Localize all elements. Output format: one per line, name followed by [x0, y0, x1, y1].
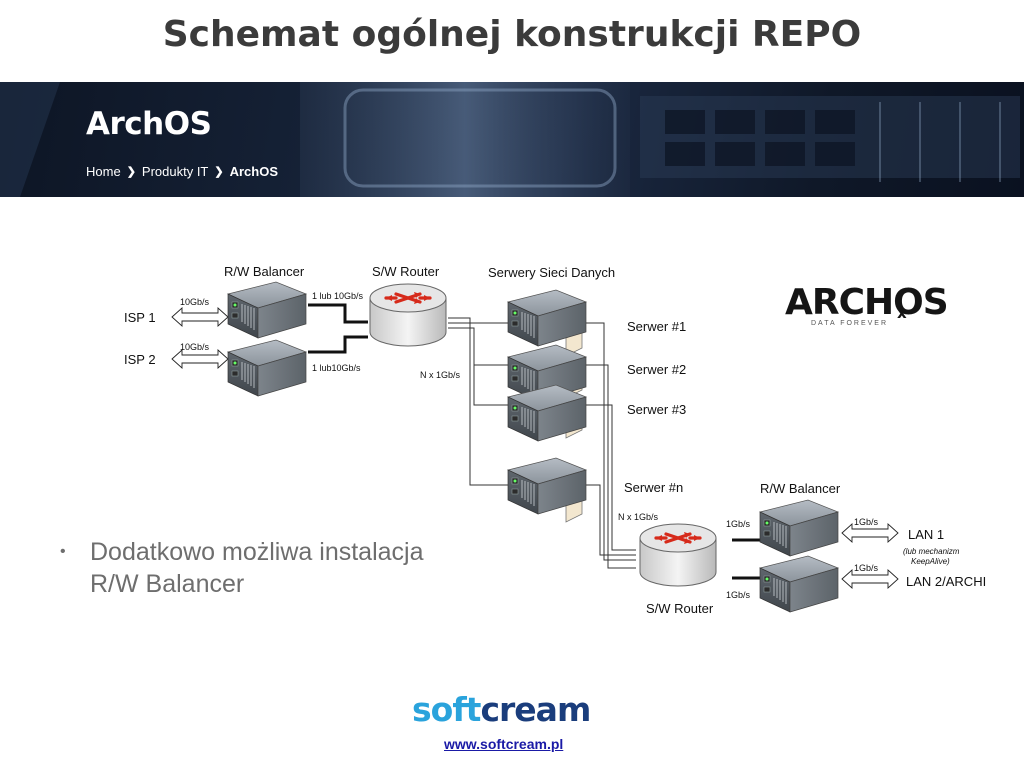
logo-soft: soft — [412, 690, 481, 729]
softcream-logo: softcream — [412, 690, 591, 729]
lan2-label: LAN 2/ARCHI — [906, 574, 986, 589]
sw-router-bottom-label: S/W Router — [646, 601, 714, 616]
isp2-speed-label: 10Gb/s — [180, 342, 210, 352]
bullet-point: • Dodatkowo możliwa instalacja R/W Balan… — [60, 536, 480, 600]
rw-balancer-server-icon — [227, 281, 307, 339]
bal-link2-label: 1Gb/s — [726, 590, 751, 600]
rw-balancer-server-icon — [227, 339, 307, 397]
n-links-bottom-label: N x 1Gb/s — [618, 512, 659, 522]
breadcrumb: Home ❯ Produkty IT ❯ ArchOS — [86, 164, 278, 179]
isp1-speed-label: 10Gb/s — [180, 297, 210, 307]
data-servers-label: Serwery Sieci Danych — [488, 265, 615, 280]
server3-label: Serwer #3 — [627, 402, 686, 417]
banner: ArchOS Home ❯ Produkty IT ❯ ArchOS — [0, 82, 1024, 197]
breadcrumb-current: ArchOS — [229, 164, 278, 179]
isp2-arrow-icon — [171, 349, 229, 369]
rw-balancer-bottom-server-icon — [759, 499, 839, 557]
archos-logo-tagline: DATA FOREVER — [811, 320, 888, 327]
server1-label: Serwer #1 — [627, 319, 686, 334]
isp1-label: ISP 1 — [124, 310, 156, 325]
sw-router-top-label: S/W Router — [372, 264, 440, 279]
server-links — [448, 317, 636, 569]
rw-balancer-bottom-server-icon — [759, 555, 839, 613]
rw-balancer-bottom-label: R/W Balancer — [760, 481, 841, 496]
chevron-right-icon: ❯ — [214, 166, 224, 178]
lan1-note-line1: (lub mechanizm — [903, 547, 960, 556]
slide-title: Schemat ogólnej konstrukcji REPO — [162, 14, 862, 55]
lan1-label: LAN 1 — [908, 527, 944, 542]
bullet-icon: • — [60, 543, 66, 560]
lan2-speed-label: 1Gb/s — [854, 563, 879, 573]
chevron-right-icon: ❯ — [126, 166, 136, 178]
server2-label: Serwer #2 — [627, 362, 686, 377]
lan1-speed-label: 1Gb/s — [854, 517, 879, 527]
bullet-text-line1: Dodatkowo możliwa instalacja — [90, 538, 424, 566]
server-rack-photo — [0, 82, 1020, 197]
banner-title: ArchOS — [86, 106, 212, 142]
breadcrumb-products[interactable]: Produkty IT — [141, 164, 209, 179]
servern-label: Serwer #n — [624, 480, 683, 495]
link1-label: 1 lub 10Gb/s — [312, 291, 364, 301]
uplink-lines — [308, 303, 762, 580]
bullet-text-line2: R/W Balancer — [90, 570, 245, 598]
sw-router-icon — [368, 282, 448, 348]
rw-balancer-top-label: R/W Balancer — [224, 264, 305, 279]
website-link[interactable]: www.softcream.pl — [444, 736, 564, 752]
archos-logo: ARCHOS x DATA FOREVER — [785, 282, 949, 327]
sw-router-bottom-icon — [638, 522, 718, 588]
lan1-note-line2: KeepAlive) — [911, 557, 950, 566]
link2-label: 1 lub10Gb/s — [312, 363, 361, 373]
bal-link1-label: 1Gb/s — [726, 519, 751, 529]
logo-cream: cream — [480, 690, 591, 729]
isp2-label: ISP 2 — [124, 352, 156, 367]
archos-logo-main: ARCHOS — [785, 282, 948, 323]
bullet-text: Dodatkowo możliwa instalacja R/W Balance… — [90, 536, 480, 600]
archos-logo-suffix: x — [897, 304, 907, 322]
isp1-arrow-icon — [171, 307, 229, 327]
breadcrumb-home[interactable]: Home — [86, 164, 121, 179]
n-links-top-label: N x 1Gb/s — [420, 370, 461, 380]
